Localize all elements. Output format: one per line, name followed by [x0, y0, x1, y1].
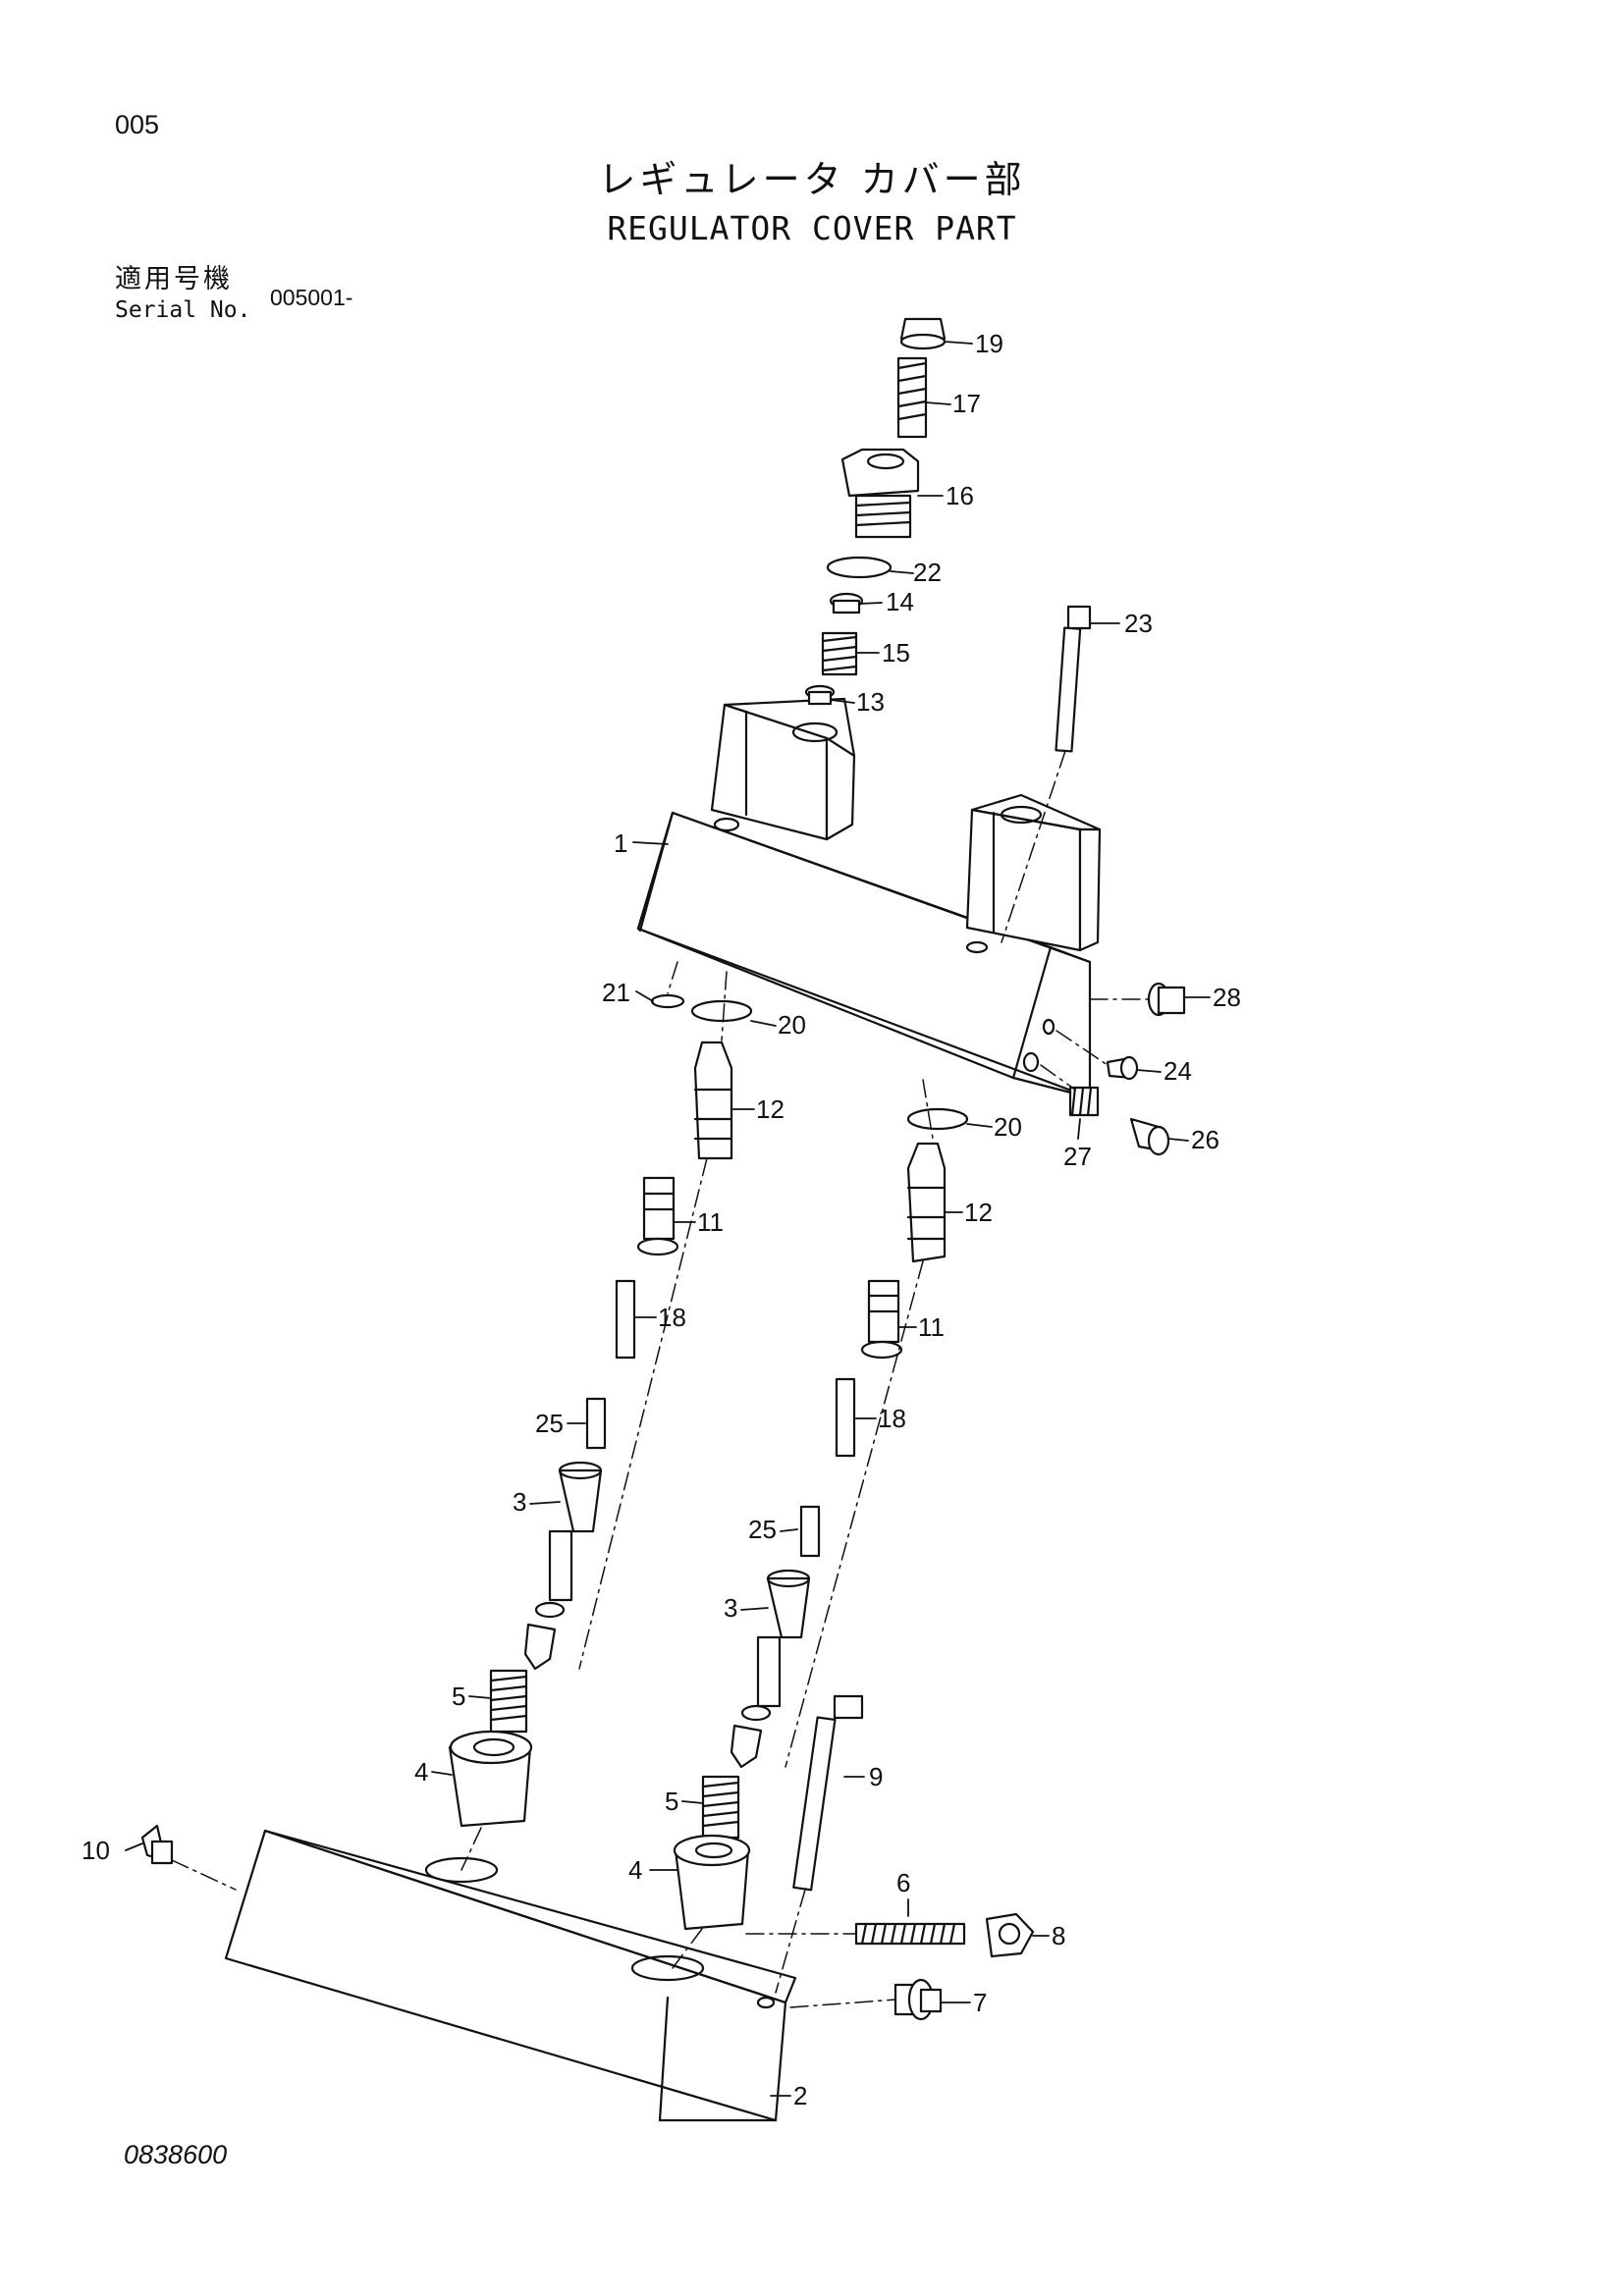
callout-11a: 11	[697, 1207, 724, 1237]
part-22-o-ring	[826, 556, 893, 579]
callout-19: 19	[975, 329, 1003, 358]
callout-12a: 12	[756, 1095, 785, 1124]
part-12-spool-left	[693, 1041, 733, 1160]
part-16-plug	[840, 448, 920, 539]
title-english: REGULATOR COVER PART	[607, 209, 1017, 247]
part-25-pin-left	[585, 1397, 607, 1450]
callout-labels: 19 17 16 22 14 15 13 23 1 21 20 20 28 24…	[81, 329, 1241, 2110]
callout-5b: 5	[665, 1787, 678, 1816]
callout-4b: 4	[628, 1855, 642, 1885]
callout-6: 6	[896, 1868, 910, 1897]
callout-22: 22	[913, 558, 942, 587]
callout-28: 28	[1213, 983, 1241, 1012]
serial-label-japanese: 適用号機	[115, 264, 233, 294]
callout-2: 2	[793, 2081, 807, 2110]
part-25-pin-right	[799, 1505, 821, 1558]
callout-20b: 20	[994, 1112, 1022, 1142]
callout-23: 23	[1124, 609, 1153, 638]
part-5-spring-left	[489, 1669, 528, 1734]
part-18-pin-right	[835, 1377, 856, 1458]
callout-10: 10	[81, 1836, 110, 1865]
callout-18b: 18	[878, 1404, 906, 1433]
leader-lines	[125, 341, 1211, 2097]
part-10-plug	[140, 1824, 174, 1865]
serial-label: 適用号機 Serial No.	[115, 257, 250, 323]
part-26-plug	[1129, 1117, 1170, 1156]
part-21-o-ring	[650, 993, 685, 1009]
part-28-plug	[1147, 982, 1186, 1017]
callout-3b: 3	[724, 1593, 737, 1623]
callout-15: 15	[882, 638, 910, 667]
part-24-plug	[1106, 1055, 1139, 1081]
callout-7: 7	[973, 1988, 987, 2017]
part-8-nut	[985, 1912, 1035, 1958]
part-13-seat	[804, 684, 836, 706]
serial-label-english: Serial No.	[115, 297, 251, 323]
callout-26: 26	[1191, 1125, 1219, 1154]
part-20-o-ring-left	[690, 999, 753, 1023]
callout-4a: 4	[414, 1757, 428, 1787]
document-id: 0838600	[124, 2140, 228, 2169]
part-3-plunger-left	[523, 1461, 603, 1671]
part-12-spool-right	[906, 1142, 947, 1263]
page-number: 005	[115, 110, 160, 139]
part-5-spring-right	[701, 1775, 740, 1840]
callout-3a: 3	[513, 1487, 526, 1517]
part-4-cup-left	[448, 1730, 533, 1828]
part-27-spring	[1068, 1086, 1100, 1117]
part-15-spring	[821, 631, 858, 676]
title-japanese: レギュレータ カバー部	[598, 158, 1026, 201]
part-11-piston-right	[860, 1279, 903, 1360]
serial-number-value: 005001-	[270, 285, 353, 310]
callout-24: 24	[1164, 1056, 1192, 1086]
callout-27: 27	[1063, 1142, 1092, 1171]
callout-1: 1	[614, 828, 627, 858]
callout-12b: 12	[964, 1198, 993, 1227]
callout-11b: 11	[918, 1312, 945, 1342]
callout-20a: 20	[778, 1010, 806, 1040]
callout-21: 21	[602, 978, 630, 1007]
callout-9: 9	[869, 1762, 883, 1791]
part-2-lower-body	[224, 1829, 797, 2122]
callout-17: 17	[952, 389, 981, 418]
callout-16: 16	[946, 481, 974, 510]
part-19-nut	[899, 317, 947, 350]
center-lines	[171, 750, 1150, 2008]
part-9-bolt	[792, 1694, 864, 1892]
callout-8: 8	[1052, 1921, 1065, 1950]
part-20-o-ring-right	[906, 1107, 969, 1131]
part-11-piston-left	[636, 1176, 679, 1256]
callout-13: 13	[856, 687, 885, 717]
part-1-upper-body	[636, 697, 1102, 1099]
callout-25a: 25	[535, 1409, 564, 1438]
callout-14: 14	[886, 587, 914, 616]
part-14-seat	[829, 592, 864, 614]
callout-5a: 5	[452, 1682, 465, 1711]
callout-25b: 25	[748, 1515, 777, 1544]
part-23-bolt	[1055, 605, 1092, 753]
title-block: レギュレータ カバー部 REGULATOR COVER PART	[0, 149, 1624, 247]
part-6-stud	[854, 1922, 966, 1946]
part-17-stud	[896, 356, 928, 439]
part-7-plug	[893, 1978, 943, 2021]
part-4-cup-right	[673, 1834, 751, 1931]
callout-18a: 18	[658, 1303, 686, 1332]
part-3-plunger-right	[730, 1569, 811, 1769]
part-18-pin-left	[615, 1279, 636, 1360]
